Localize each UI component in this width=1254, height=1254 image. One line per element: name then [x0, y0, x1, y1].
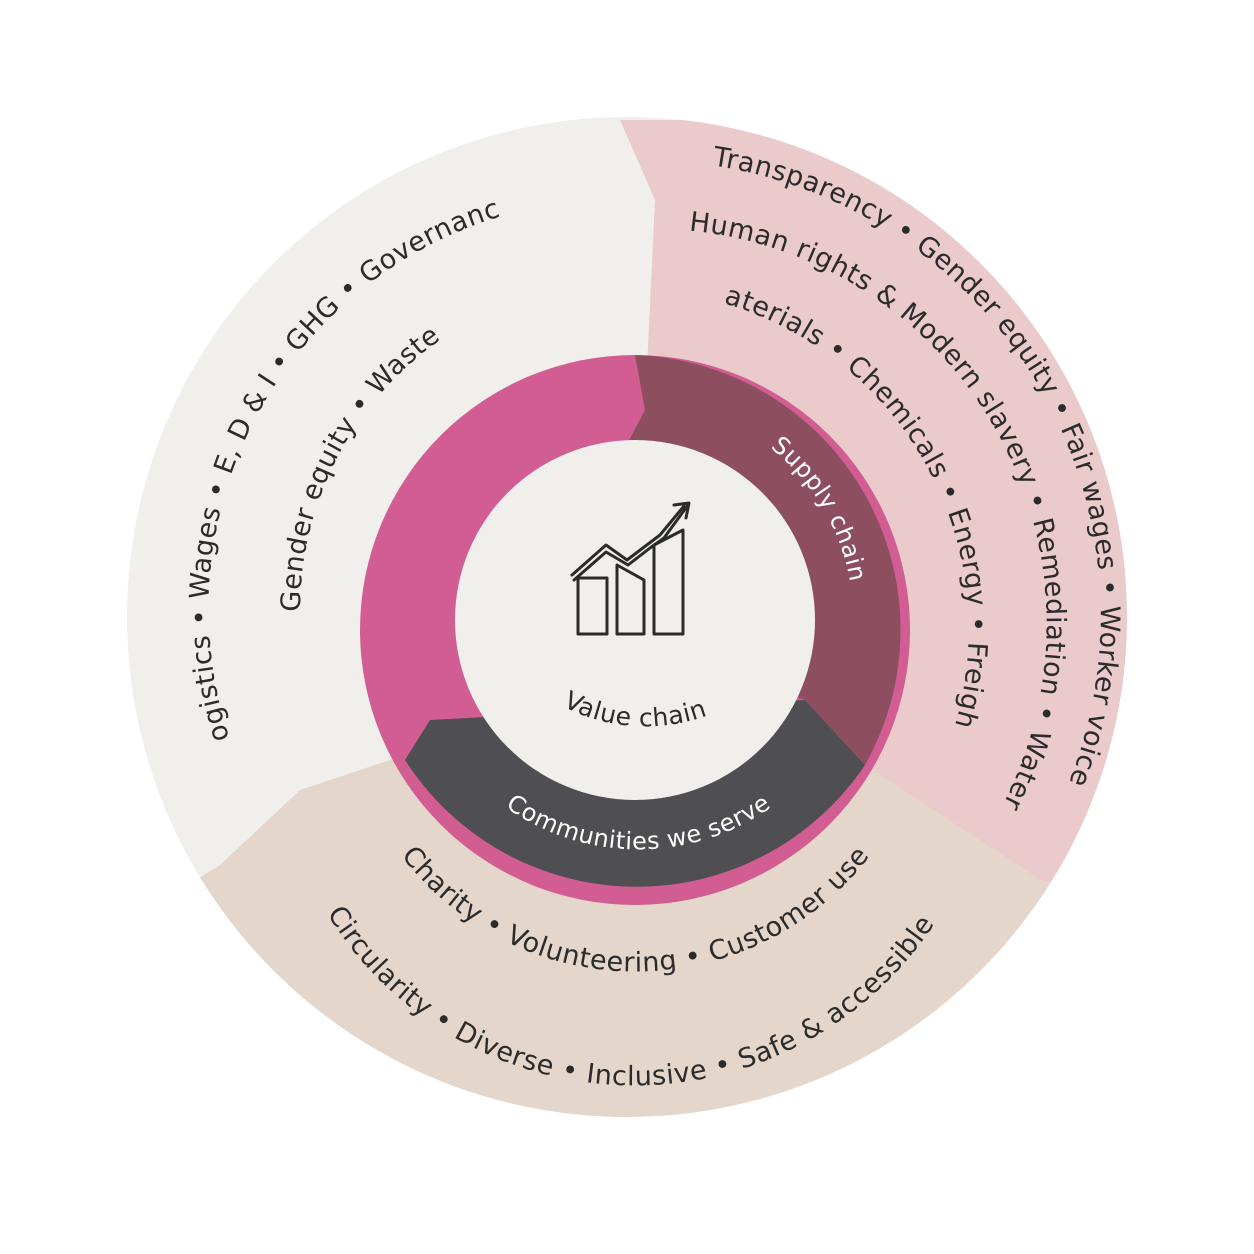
- center-circle: [455, 440, 815, 800]
- bar-chart-growth-icon: [570, 501, 691, 636]
